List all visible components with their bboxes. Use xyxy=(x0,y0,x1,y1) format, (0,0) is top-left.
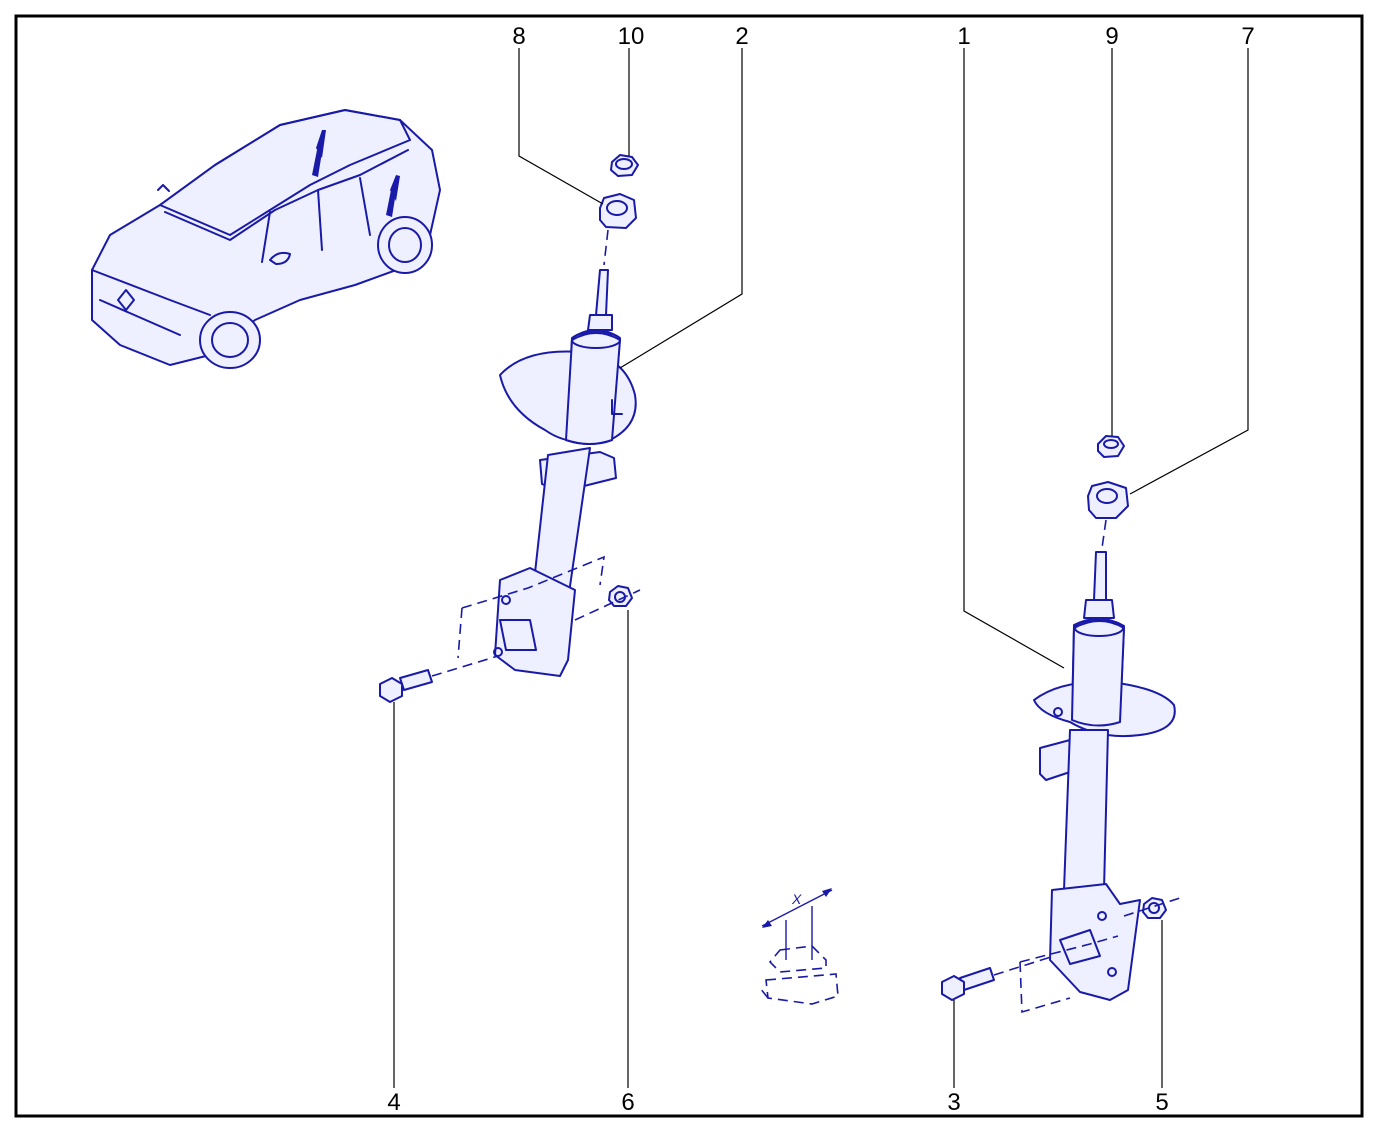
callout-6: 6 xyxy=(621,1089,634,1116)
washer-7 xyxy=(1087,481,1129,519)
detail-x-label: X xyxy=(791,891,802,907)
callout-9: 9 xyxy=(1105,23,1118,50)
callout-7: 7 xyxy=(1241,23,1254,50)
callout-3: 3 xyxy=(947,1089,960,1116)
callout-4: 4 xyxy=(387,1089,400,1116)
right-strut-assembly xyxy=(941,435,1181,1014)
leader-lines xyxy=(393,48,1249,1088)
nut-5 xyxy=(1142,897,1167,919)
callout-8: 8 xyxy=(512,23,525,50)
callout-2: 2 xyxy=(735,23,748,50)
bolt-4 xyxy=(399,669,433,691)
bolt-3 xyxy=(959,967,995,991)
vehicle-illustration xyxy=(91,109,441,369)
washer-8 xyxy=(599,193,637,229)
diagram-frame xyxy=(14,14,1364,1118)
callout-1: 1 xyxy=(957,23,970,50)
callout-10: 10 xyxy=(618,23,645,50)
callout-labels: 8 10 2 1 9 7 4 6 3 5 xyxy=(387,23,1254,1116)
nut-6 xyxy=(608,585,633,607)
callout-5: 5 xyxy=(1155,1089,1168,1116)
detail-x-view: X xyxy=(759,888,839,1005)
left-strut-assembly xyxy=(379,154,641,703)
knuckle-bracket-left xyxy=(494,567,576,677)
